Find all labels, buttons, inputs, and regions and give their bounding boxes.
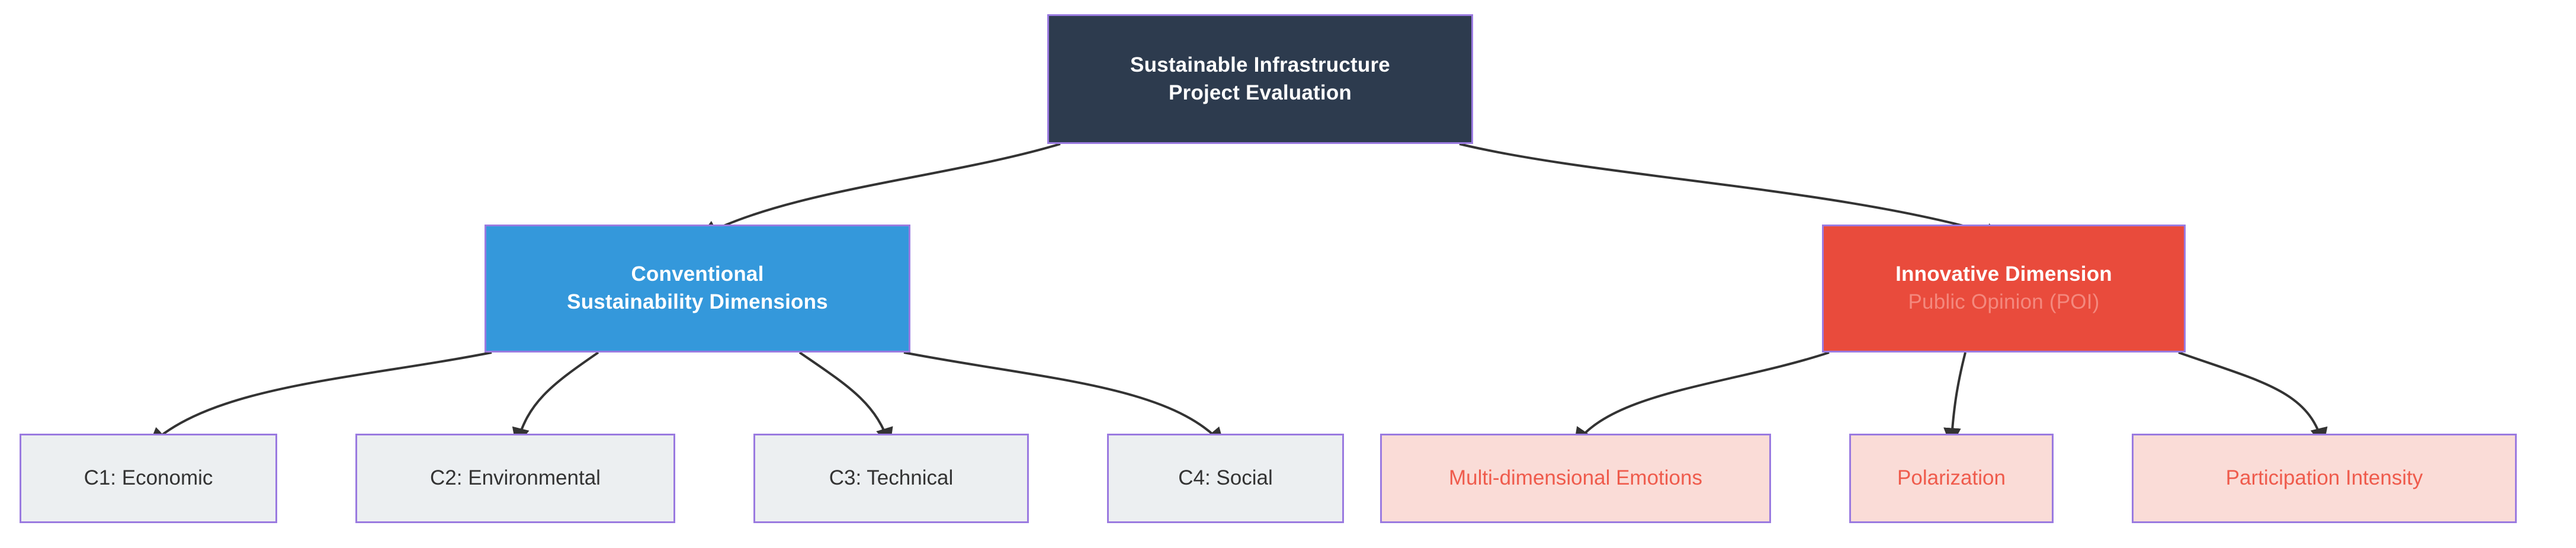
leaf-label-polarization: Polarization	[1897, 466, 2006, 490]
node-root[interactable]: Sustainable Infrastructure Project Evalu…	[1047, 14, 1473, 144]
node-innovative-title: Innovative Dimension	[1895, 262, 2112, 286]
edge-root-to-conventional	[698, 143, 1061, 238]
leaf-label-participation: Participation Intensity	[2225, 466, 2423, 490]
leaf-label-c3: C3: Technical	[829, 466, 954, 490]
node-innovative-dimension[interactable]: Innovative Dimension Public Opinion (POI…	[1822, 225, 2186, 352]
node-conventional-sustainability-dimensions[interactable]: Conventional Sustainability Dimensions	[485, 225, 910, 352]
edge-innovative-to-emotions	[1573, 351, 1830, 447]
node-conventional-line1: Conventional	[631, 262, 764, 286]
leaf-node-c1-economic[interactable]: C1: Economic	[20, 434, 277, 523]
node-root-line2: Project Evaluation	[1169, 81, 1352, 104]
edge-conventional-to-c4	[903, 351, 1225, 447]
leaf-node-c4-social[interactable]: C4: Social	[1107, 434, 1344, 523]
edge-innovative-to-participation	[2178, 351, 2328, 447]
leaf-label-c1: C1: Economic	[84, 466, 213, 490]
leaf-node-participation-intensity[interactable]: Participation Intensity	[2132, 434, 2517, 523]
edge-conventional-to-c2	[512, 351, 599, 447]
edge-innovative-to-polarization	[1943, 352, 1967, 447]
leaf-node-c2-environmental[interactable]: C2: Environmental	[355, 434, 675, 523]
leaf-label-c2: C2: Environmental	[430, 466, 601, 490]
edge-conventional-to-c1	[148, 351, 492, 447]
edge-conventional-to-c3	[798, 351, 893, 447]
node-conventional-line2: Sustainability Dimensions	[567, 290, 828, 313]
leaf-label-emotions: Multi-dimensional Emotions	[1449, 466, 1702, 490]
node-root-line1: Sustainable Infrastructure	[1130, 53, 1390, 76]
node-innovative-subtitle: Public Opinion (POI)	[1908, 290, 2100, 313]
leaf-node-polarization[interactable]: Polarization	[1849, 434, 2054, 523]
edge-root-to-innovative	[1459, 143, 2005, 241]
leaf-label-c4: C4: Social	[1178, 466, 1273, 490]
leaf-node-multi-dimensional-emotions[interactable]: Multi-dimensional Emotions	[1380, 434, 1771, 523]
leaf-node-c3-technical[interactable]: C3: Technical	[753, 434, 1029, 523]
